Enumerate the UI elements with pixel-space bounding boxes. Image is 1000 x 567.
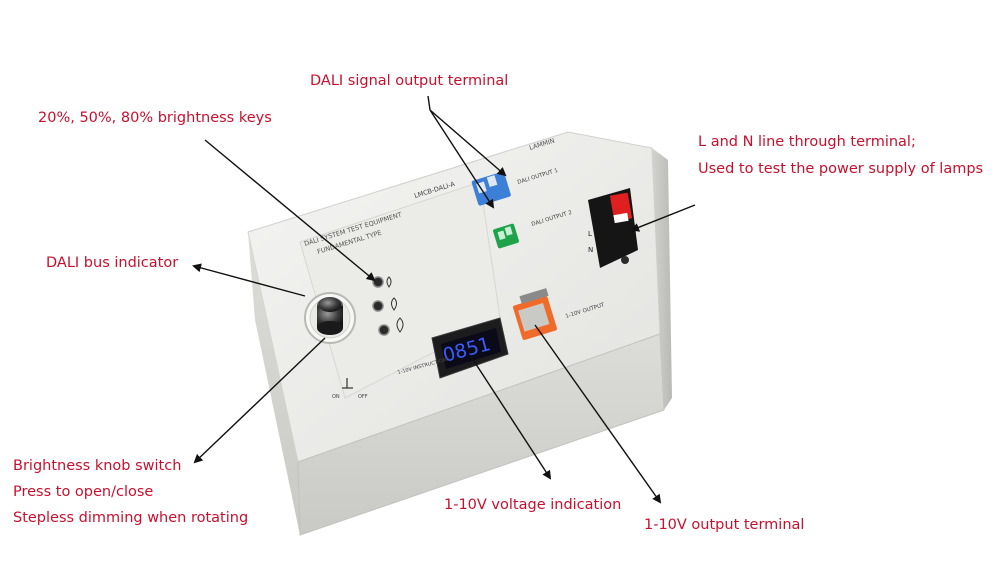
brightness-key-50[interactable] <box>372 297 397 312</box>
output-1-10v-terminal[interactable] <box>513 288 558 340</box>
label-dali-bus-indicator: DALI bus indicator <box>46 255 179 271</box>
terminal-l-label: L <box>588 230 592 238</box>
label-voltage-indication: 1-10V voltage indication <box>444 497 622 513</box>
label-output-terminal: 1-10V output terminal <box>644 517 805 533</box>
power-switch-mark <box>342 378 353 389</box>
arrow-ln-terminal <box>630 204 696 232</box>
dali-output1-terminal[interactable] <box>471 171 511 206</box>
label-knob-line3: Stepless dimming when rotating <box>13 510 249 526</box>
voltage-display: 0851 <box>431 317 509 379</box>
brightness-key-80[interactable] <box>378 317 404 336</box>
arrow-dali-signal-1 <box>429 109 495 209</box>
device-right-side <box>652 148 672 410</box>
arrow-brightness-keys <box>204 139 376 282</box>
device-front-face <box>248 232 300 535</box>
device-body <box>247 131 672 536</box>
terminal-n-label: N <box>588 246 593 254</box>
brightness-knob[interactable] <box>304 292 356 344</box>
arrow-voltage <box>469 354 552 480</box>
brightness-keys <box>372 276 404 336</box>
switch-off-label: OFF <box>358 394 368 400</box>
arrow-dali-signal-2 <box>429 109 507 177</box>
switch-on-label: ON <box>332 394 340 400</box>
arrow-dali-bus <box>192 263 306 297</box>
label-dali-signal-output: DALI signal output terminal <box>310 73 509 89</box>
label-ln-terminal-line2: Used to test the power supply of lamps <box>698 161 984 177</box>
arrow-knob <box>193 337 326 464</box>
annotation-arrows <box>192 95 696 504</box>
ln-terminal-block[interactable] <box>588 188 638 268</box>
label-ln-terminal-line1: L and N line through terminal; <box>698 134 916 150</box>
arrow-dali-signal-3 <box>427 95 431 111</box>
arrow-output-terminal <box>534 324 662 504</box>
dali-output2-terminal[interactable] <box>493 223 520 249</box>
label-brightness-keys: 20%, 50%, 80% brightness keys <box>38 110 272 126</box>
label-knob-line1: Brightness knob switch <box>13 458 182 474</box>
label-knob-line2: Press to open/close <box>13 484 154 500</box>
